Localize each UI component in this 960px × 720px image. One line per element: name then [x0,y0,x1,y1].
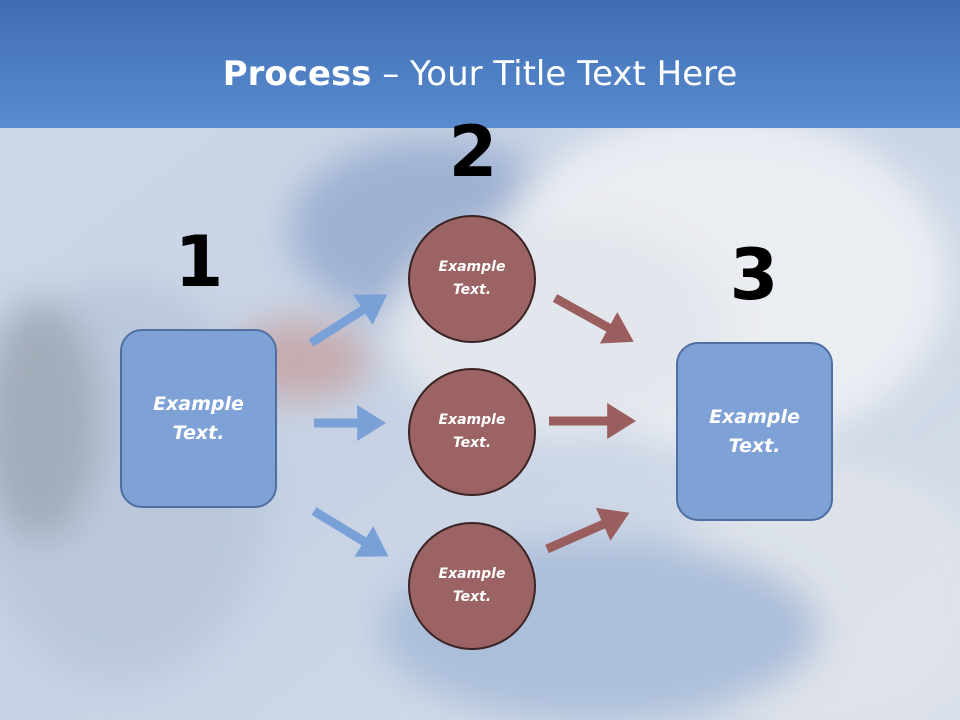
arrow-to-top-circle [308,294,388,347]
arrow-from-bottom-circle [545,507,630,554]
circle-bottom-text: Example Text. [438,566,506,605]
step-3-text: Example Text. [709,405,800,457]
step-3-box: Example Text. [676,342,833,521]
step-number-3: 3 [729,234,779,316]
arrow-from-top-circle [552,294,634,344]
title-bold: Process [222,54,372,94]
step-number-2: 2 [448,111,498,193]
arrow-to-bottom-circle [311,507,389,557]
title-rest: – Your Title Text Here [371,54,738,94]
circle-top-text: Example Text. [438,259,506,298]
step-2-circle-top: Example Text. [408,215,536,343]
step-2-circle-middle: Example Text. [408,368,536,496]
page-title: Process – Your Title Text Here [0,52,960,96]
step-1-text: Example Text. [153,392,244,444]
step-1-box: Example Text. [120,329,277,508]
circle-middle-text: Example Text. [438,412,506,451]
step-2-circle-bottom: Example Text. [408,522,536,650]
step-number-1: 1 [174,221,224,303]
